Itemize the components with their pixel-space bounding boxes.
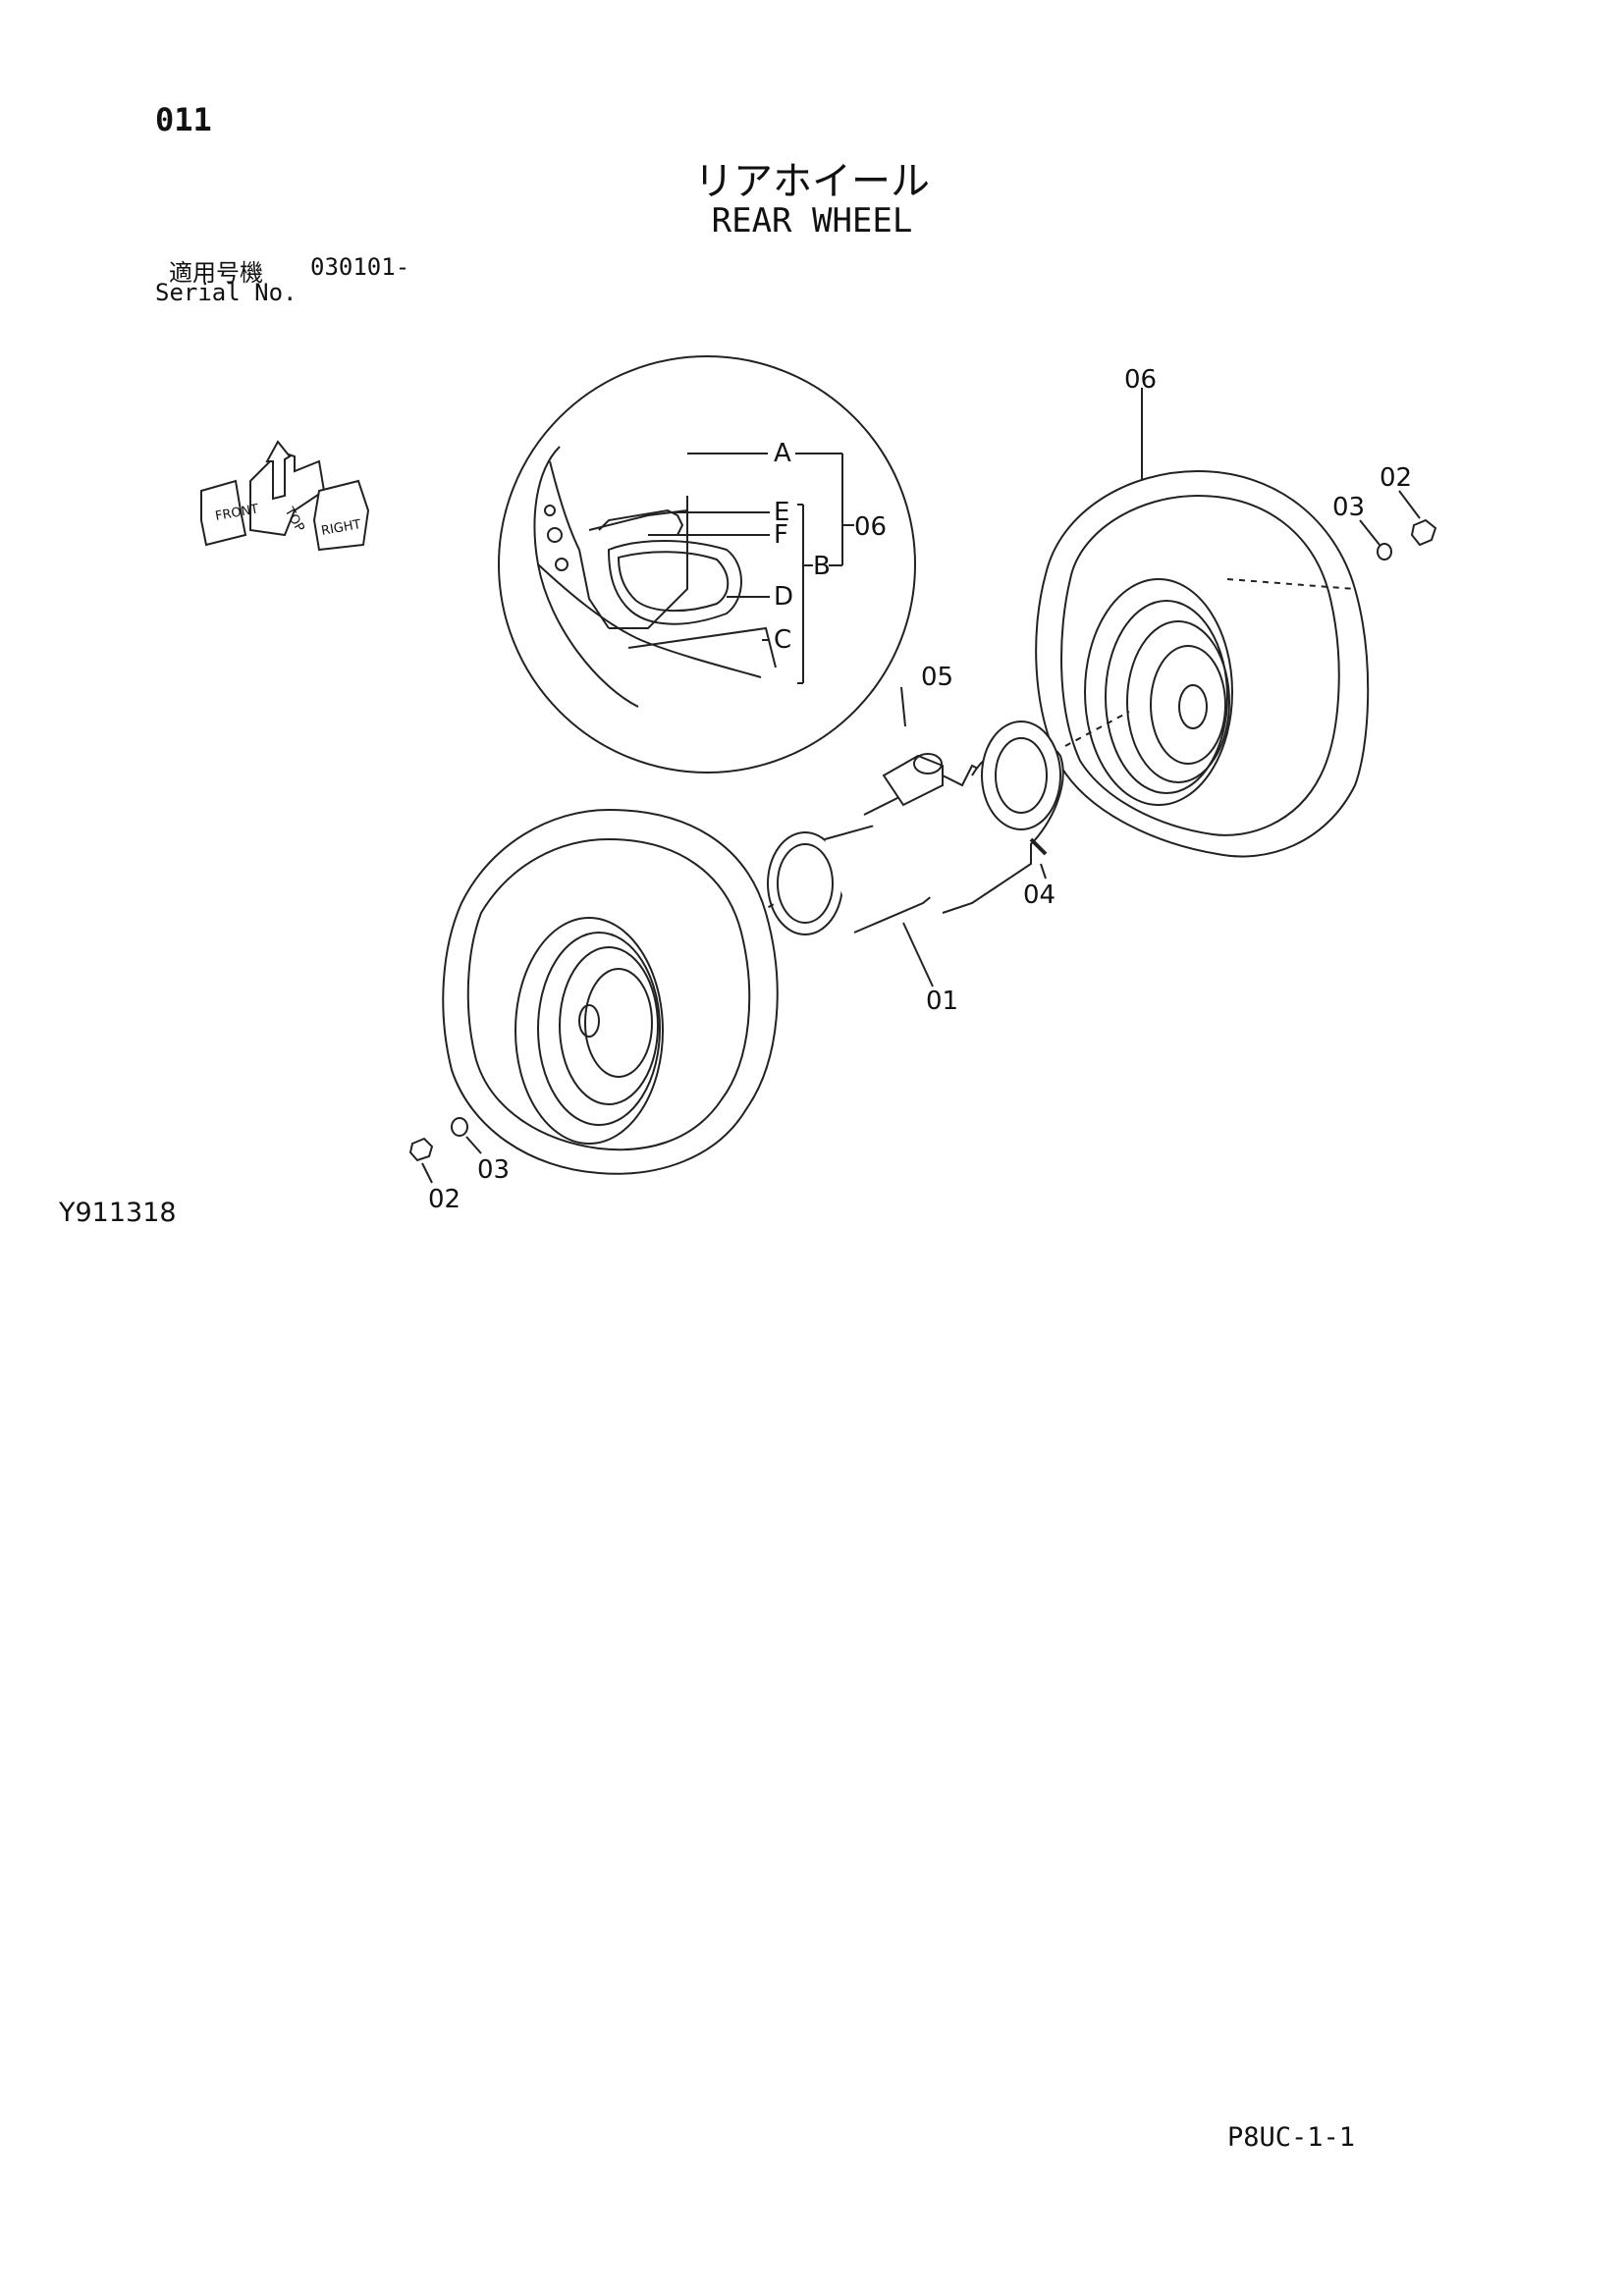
page-code: P8UC-1-1 [1227, 2122, 1356, 2153]
callout-detail-a: A [774, 439, 791, 468]
callout-detail-c: C [774, 625, 791, 655]
rear-wheel-left [442, 808, 779, 1175]
callout-detail-d: D [774, 582, 793, 612]
figure-id: Y911318 [59, 1198, 177, 1228]
callout-detail-group-06: 06 [854, 512, 887, 542]
callout-detail-b: B [813, 552, 831, 581]
page-title-japanese: リアホイール [694, 159, 930, 204]
bolt-and-washer-left [408, 1117, 482, 1184]
serial-number-value: 030101- [310, 253, 410, 281]
serial-label-english: Serial No. [155, 279, 298, 306]
detail-view [498, 355, 916, 774]
callout-part-04: 04 [1023, 881, 1056, 910]
callout-part-02-right: 02 [1380, 463, 1412, 493]
orientation-marker-icon: FRONT TOP RIGHT [200, 440, 370, 552]
serial-label-japanese: 適用号機 [169, 259, 263, 287]
rear-wheel-right [1035, 388, 1370, 858]
bolt-and-washer-right [1359, 490, 1437, 561]
callout-part-01: 01 [926, 987, 958, 1016]
callout-detail-e: E [774, 498, 789, 527]
page-title-english: REAR WHEEL [711, 201, 913, 240]
rear-axle-assembly [706, 686, 1130, 988]
callout-part-03-right: 03 [1332, 493, 1365, 522]
page-number: 011 [155, 101, 212, 138]
callout-detail-f: F [774, 520, 788, 550]
callout-part-02-left: 02 [428, 1185, 460, 1214]
orientation-right-label: RIGHT [320, 517, 362, 539]
callout-part-06: 06 [1124, 365, 1157, 395]
callout-part-05: 05 [921, 663, 953, 692]
callout-part-03-left: 03 [477, 1155, 510, 1185]
